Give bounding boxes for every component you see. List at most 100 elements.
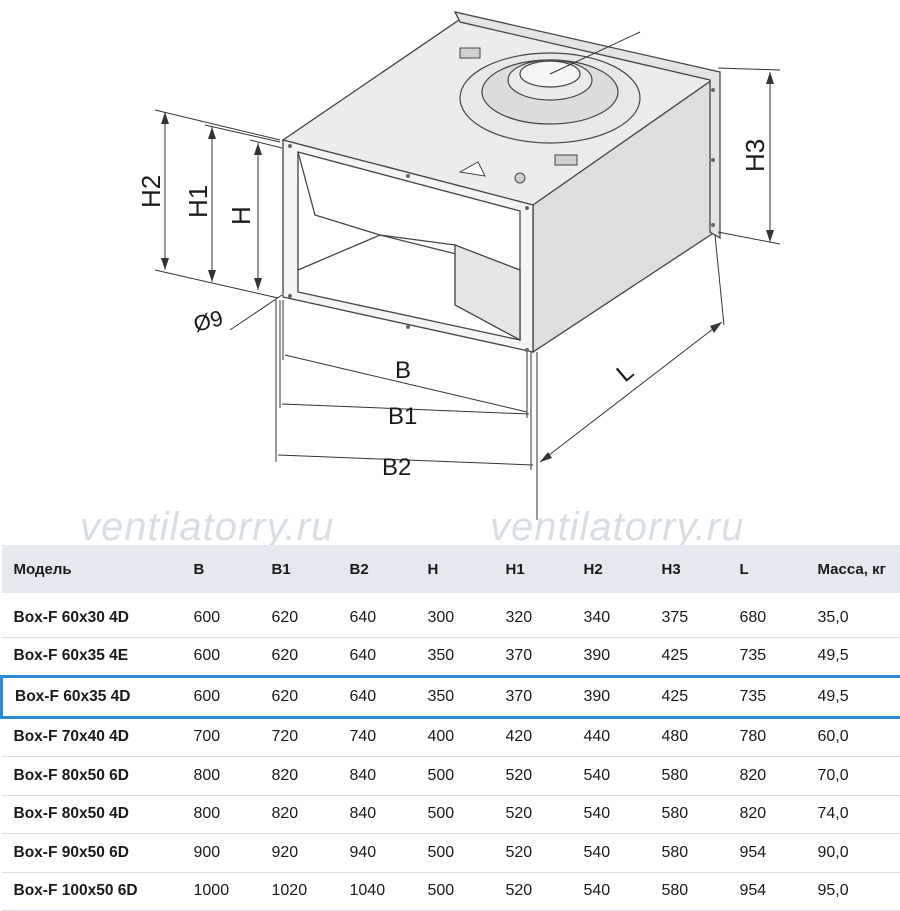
value-cell: 500 (416, 834, 494, 873)
watermark: ventilatorry.ru (80, 505, 334, 550)
value-cell: 90,0 (806, 834, 900, 873)
model-cell: Box-F 80x50 4D (2, 795, 182, 834)
value-cell: 1000 (182, 872, 260, 911)
column-header: H2 (572, 545, 650, 593)
value-cell: 620 (260, 637, 338, 677)
value-cell: 920 (260, 834, 338, 873)
value-cell: 800 (182, 757, 260, 796)
label-H2: H2 (136, 175, 166, 208)
value-cell: 600 (182, 593, 260, 637)
value-cell: 540 (572, 757, 650, 796)
column-header: B2 (338, 545, 416, 593)
value-cell: 500 (416, 795, 494, 834)
value-cell: 780 (728, 717, 806, 757)
value-cell: 375 (650, 593, 728, 637)
value-cell: 540 (572, 795, 650, 834)
value-cell: 1020 (260, 872, 338, 911)
value-cell: 350 (416, 637, 494, 677)
label-B2: B2 (382, 454, 411, 481)
value-cell: 500 (416, 872, 494, 911)
model-cell: Box-F 90x50 6D (2, 834, 182, 873)
value-cell: 400 (416, 717, 494, 757)
value-cell: 640 (338, 637, 416, 677)
model-cell: Box-F 70x40 4D (2, 717, 182, 757)
label-H3: H3 (740, 139, 770, 172)
watermark: ventilatorry.ru (490, 505, 744, 550)
value-cell: 735 (728, 637, 806, 677)
value-cell: 49,5 (806, 637, 900, 677)
value-cell: 820 (728, 757, 806, 796)
value-cell: 600 (182, 677, 260, 718)
value-cell: 520 (494, 795, 572, 834)
value-cell: 640 (338, 593, 416, 637)
motor-flange (460, 53, 640, 143)
value-cell: 800 (182, 795, 260, 834)
column-header: L (728, 545, 806, 593)
value-cell: 954 (728, 834, 806, 873)
model-cell: Box-F 60x35 4E (2, 637, 182, 677)
table-header-row: Модель B B1 B2 H H1 H2 H3 L Масса, кг (2, 545, 900, 593)
value-cell: 1040 (338, 872, 416, 911)
label-B: B (395, 357, 411, 384)
value-cell: 350 (416, 677, 494, 718)
value-cell: 580 (650, 795, 728, 834)
value-cell: 420 (494, 717, 572, 757)
value-cell: 840 (338, 795, 416, 834)
technical-drawing: H2 H1 H H3 Ø9 B B1 B2 L (0, 0, 900, 545)
value-cell: 95,0 (806, 872, 900, 911)
value-cell: 820 (260, 757, 338, 796)
value-cell: 540 (572, 834, 650, 873)
value-cell: 940 (338, 834, 416, 873)
value-cell: 600 (182, 637, 260, 677)
value-cell: 900 (182, 834, 260, 873)
label-H: H (226, 206, 256, 225)
value-cell: 425 (650, 677, 728, 718)
value-cell: 580 (650, 757, 728, 796)
label-L: L (612, 358, 640, 387)
value-cell: 390 (572, 637, 650, 677)
value-cell: 954 (728, 872, 806, 911)
value-cell: 580 (650, 834, 728, 873)
value-cell: 370 (494, 677, 572, 718)
value-cell: 680 (728, 593, 806, 637)
value-cell: 520 (494, 872, 572, 911)
value-cell: 70,0 (806, 757, 900, 796)
value-cell: 620 (260, 677, 338, 718)
specifications-table: Модель B B1 B2 H H1 H2 H3 L Масса, кг Bo… (0, 545, 900, 911)
label-H1: H1 (183, 185, 213, 218)
column-header: B (182, 545, 260, 593)
value-cell: 390 (572, 677, 650, 718)
value-cell: 60,0 (806, 717, 900, 757)
value-cell: 820 (260, 795, 338, 834)
value-cell: 820 (728, 795, 806, 834)
model-cell: Box-F 100x50 6D (2, 872, 182, 911)
column-header: H (416, 545, 494, 593)
value-cell: 520 (494, 757, 572, 796)
value-cell: 620 (260, 593, 338, 637)
value-cell: 520 (494, 834, 572, 873)
column-header: Масса, кг (806, 545, 900, 593)
column-header: Модель (2, 545, 182, 593)
value-cell: 740 (338, 717, 416, 757)
value-cell: 35,0 (806, 593, 900, 637)
model-cell: Box-F 80x50 6D (2, 757, 182, 796)
value-cell: 540 (572, 872, 650, 911)
value-cell: 720 (260, 717, 338, 757)
value-cell: 425 (650, 637, 728, 677)
column-header: B1 (260, 545, 338, 593)
value-cell: 840 (338, 757, 416, 796)
value-cell: 74,0 (806, 795, 900, 834)
value-cell: 370 (494, 637, 572, 677)
value-cell: 700 (182, 717, 260, 757)
column-header: H1 (494, 545, 572, 593)
label-hole-diameter: Ø9 (191, 305, 226, 337)
value-cell: 500 (416, 757, 494, 796)
model-cell: Box-F 60x35 4D (2, 677, 182, 718)
